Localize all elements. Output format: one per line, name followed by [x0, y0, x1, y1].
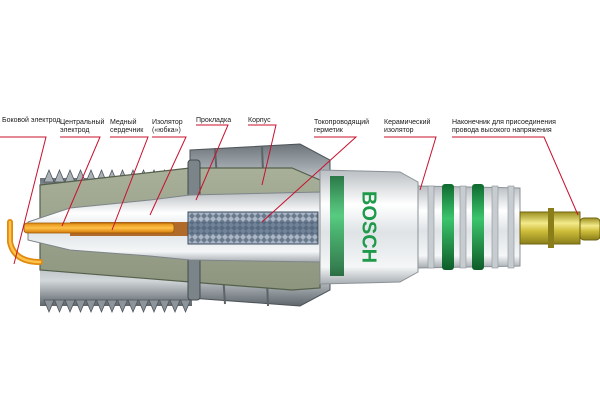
- label-ceramic-line1: Керамический: [384, 119, 431, 126]
- leader-central-electrode: [60, 136, 101, 227]
- label-insulator-skirt: Изолятор («юбка»): [152, 119, 183, 135]
- leader-lines: [0, 124, 579, 265]
- insulator-rib: [491, 185, 499, 269]
- thread-crest: [53, 299, 66, 314]
- brand-logo: BOSCH: [358, 191, 380, 263]
- thread-crest: [169, 299, 181, 314]
- label-seal-line2: герметик: [314, 127, 343, 134]
- leader-copper-core: [110, 136, 149, 231]
- leader-housing: [248, 124, 277, 186]
- label-insulator-skirt-line2: («юбка»): [152, 127, 181, 134]
- conductive-seal: [187, 211, 319, 245]
- label-central-electrode-line2: электрод: [60, 127, 90, 134]
- leader-gasket: [195, 124, 229, 201]
- thread-crest: [148, 299, 160, 314]
- label-seal: Токопроводящий герметик: [314, 119, 369, 135]
- insulator-rib: [427, 185, 435, 269]
- thread-crest: [53, 168, 66, 183]
- thread-crest: [64, 168, 76, 183]
- thread-crest: [116, 299, 129, 314]
- label-gasket-text: Прокладка: [196, 117, 232, 124]
- label-ceramic-insulator: Керамический изолятор: [384, 119, 430, 135]
- leader-side-electrode: [0, 136, 47, 265]
- thread-crest: [74, 299, 87, 314]
- thread-crest: [137, 299, 150, 314]
- label-terminal-line2: провода высокого напряжения: [452, 127, 552, 134]
- label-gasket: Прокладка: [196, 117, 231, 125]
- label-side-electrode-text: Боковой электрод: [2, 117, 61, 124]
- insulator-rib: [507, 185, 515, 269]
- thread-crest: [106, 299, 118, 314]
- thread-crest: [179, 299, 192, 314]
- terminal: [519, 208, 600, 248]
- side-electrode: [6, 219, 43, 265]
- central-electrode: [23, 222, 175, 234]
- label-terminal: Наконечник для присоединения провода выс…: [452, 119, 556, 135]
- label-copper-core-line2: сердечник: [110, 127, 144, 134]
- thread-crest: [95, 299, 108, 314]
- ceramic-insulator: [319, 169, 521, 285]
- label-side-electrode: Боковой электрод: [2, 117, 60, 125]
- insulator-rib: [459, 185, 467, 269]
- leader-insulator-skirt: [149, 136, 187, 216]
- label-housing: Корпус: [248, 117, 271, 125]
- thread-crest: [85, 299, 97, 314]
- leader-seal: [261, 136, 358, 223]
- label-copper-core-line1: Медный: [110, 119, 137, 126]
- thread-crest: [43, 168, 55, 183]
- label-terminal-line1: Наконечник для присоединения: [452, 119, 556, 126]
- label-housing-text: Корпус: [248, 117, 271, 124]
- label-central-electrode: Центральный электрод: [60, 119, 104, 135]
- label-seal-line1: Токопроводящий: [314, 119, 370, 126]
- leader-terminal: [452, 136, 579, 216]
- thread-crest: [43, 299, 55, 314]
- label-central-electrode-line1: Центральный: [60, 119, 105, 126]
- label-copper-core: Медный сердечник: [110, 119, 143, 135]
- label-ceramic-line2: изолятор: [384, 127, 414, 134]
- label-insulator-skirt-line1: Изолятор: [152, 119, 183, 126]
- thread-crest: [158, 299, 171, 314]
- thread-crest: [127, 299, 139, 314]
- thread-crest: [64, 299, 76, 314]
- leader-ceramic: [384, 136, 437, 191]
